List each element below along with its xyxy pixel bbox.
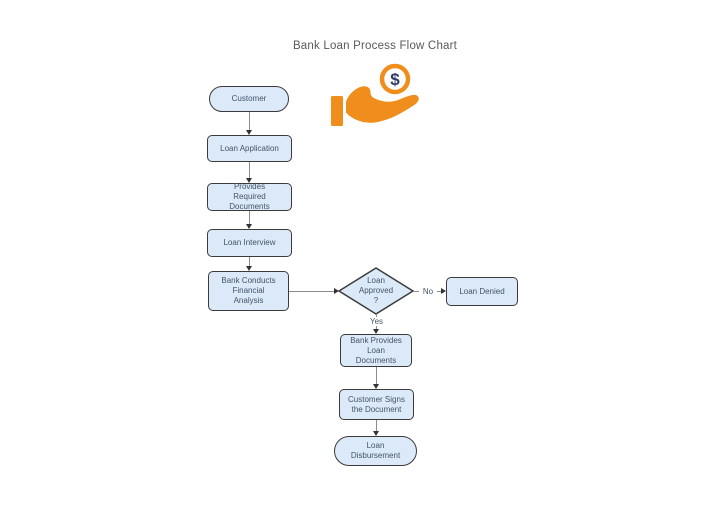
sleeve-cuff-shape	[331, 96, 343, 126]
arrowhead-down-icon	[245, 266, 252, 271]
node-label: Bank Provides Loan Documents	[350, 335, 402, 365]
chart-title: Bank Loan Process Flow Chart	[292, 40, 458, 52]
arrow-application-to-documents	[249, 162, 250, 178]
arrowhead-right-icon	[440, 287, 446, 294]
node-label: Loan Disbursement	[350, 441, 401, 460]
dollar-coin-icon	[379, 63, 411, 95]
node-loan-approved-decision: Loan Approved ?	[337, 267, 415, 315]
edge-label-no: No	[419, 287, 437, 296]
node-bank-provides-loan-documents: Bank Provides Loan Documents	[340, 334, 412, 367]
dollar-sign: $	[390, 70, 400, 89]
node-label: Loan Approved ?	[358, 276, 394, 305]
arrowhead-down-icon	[372, 431, 379, 436]
node-label: Bank Conducts Financial Analysis	[221, 276, 276, 305]
node-loan-denied: Loan Denied	[446, 277, 518, 306]
node-loan-application: Loan Application	[207, 135, 292, 162]
edge-label-yes: Yes	[366, 317, 387, 326]
arrowhead-down-icon	[245, 130, 252, 135]
node-provides-required-documents: Provides Required Documents	[207, 182, 292, 211]
node-loan-disbursement: Loan Disbursement	[334, 436, 417, 466]
node-label: Loan Interview	[223, 238, 276, 247]
node-label: Customer	[231, 94, 267, 103]
arrowhead-down-icon	[245, 178, 252, 183]
arrowhead-down-icon	[245, 224, 252, 229]
arrow-interview-to-analysis	[249, 257, 250, 266]
node-label: Provides Required Documents	[229, 182, 270, 211]
node-label: Loan Application	[220, 143, 279, 153]
arrowhead-down-icon	[372, 384, 379, 389]
arrow-documents-to-interview	[249, 211, 250, 224]
node-label: Loan Denied	[459, 286, 505, 296]
node-label: Customer Signs the Document	[348, 394, 405, 414]
hand-receiving-dollar-icon: $	[331, 63, 419, 126]
arrow-provides-to-signs	[376, 367, 377, 384]
arrow-customer-to-loan-application	[249, 112, 250, 130]
node-bank-conducts-financial-analysis: Bank Conducts Financial Analysis	[208, 271, 289, 311]
arrowhead-right-icon	[333, 287, 339, 294]
open-hand-shape	[346, 86, 419, 123]
arrowhead-down-icon	[372, 329, 379, 334]
node-customer-signs-the-document: Customer Signs the Document	[339, 389, 414, 420]
diamond-shape	[337, 267, 415, 315]
arrow-signs-to-disbursement	[376, 420, 377, 431]
arrow-analysis-to-decision	[289, 290, 334, 292]
node-loan-interview: Loan Interview	[207, 229, 292, 257]
node-customer: Customer	[209, 86, 289, 112]
